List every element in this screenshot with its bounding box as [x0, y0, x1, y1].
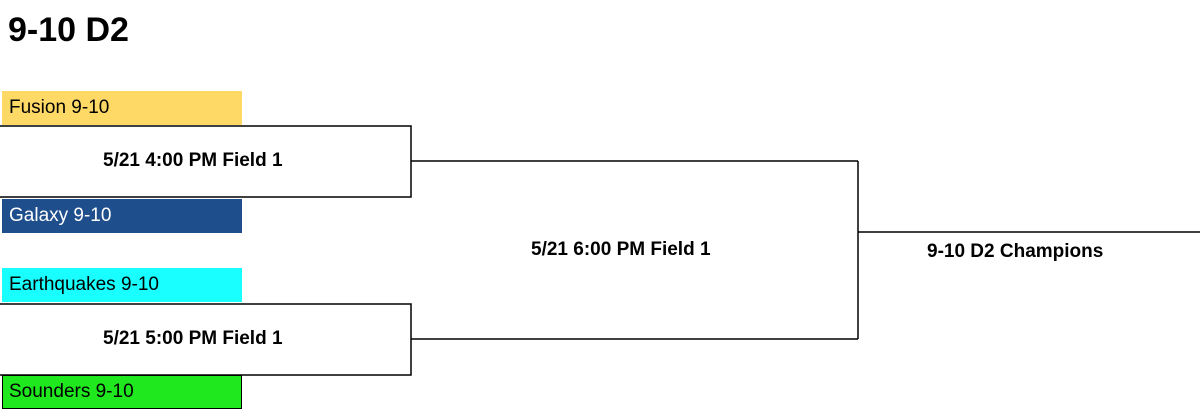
match-2-schedule: 5/21 5:00 PM Field 1: [103, 328, 283, 349]
team-slot-fusion: Fusion 9-10: [2, 91, 242, 125]
champion-label: 9-10 D2 Champions: [927, 241, 1104, 262]
bracket-title: 9-10 D2: [8, 11, 129, 49]
team-slot-earthquakes: Earthquakes 9-10: [2, 268, 242, 302]
team-slot-galaxy: Galaxy 9-10: [2, 199, 242, 233]
final-schedule: 5/21 6:00 PM Field 1: [531, 239, 711, 260]
match-1-schedule: 5/21 4:00 PM Field 1: [103, 150, 283, 171]
